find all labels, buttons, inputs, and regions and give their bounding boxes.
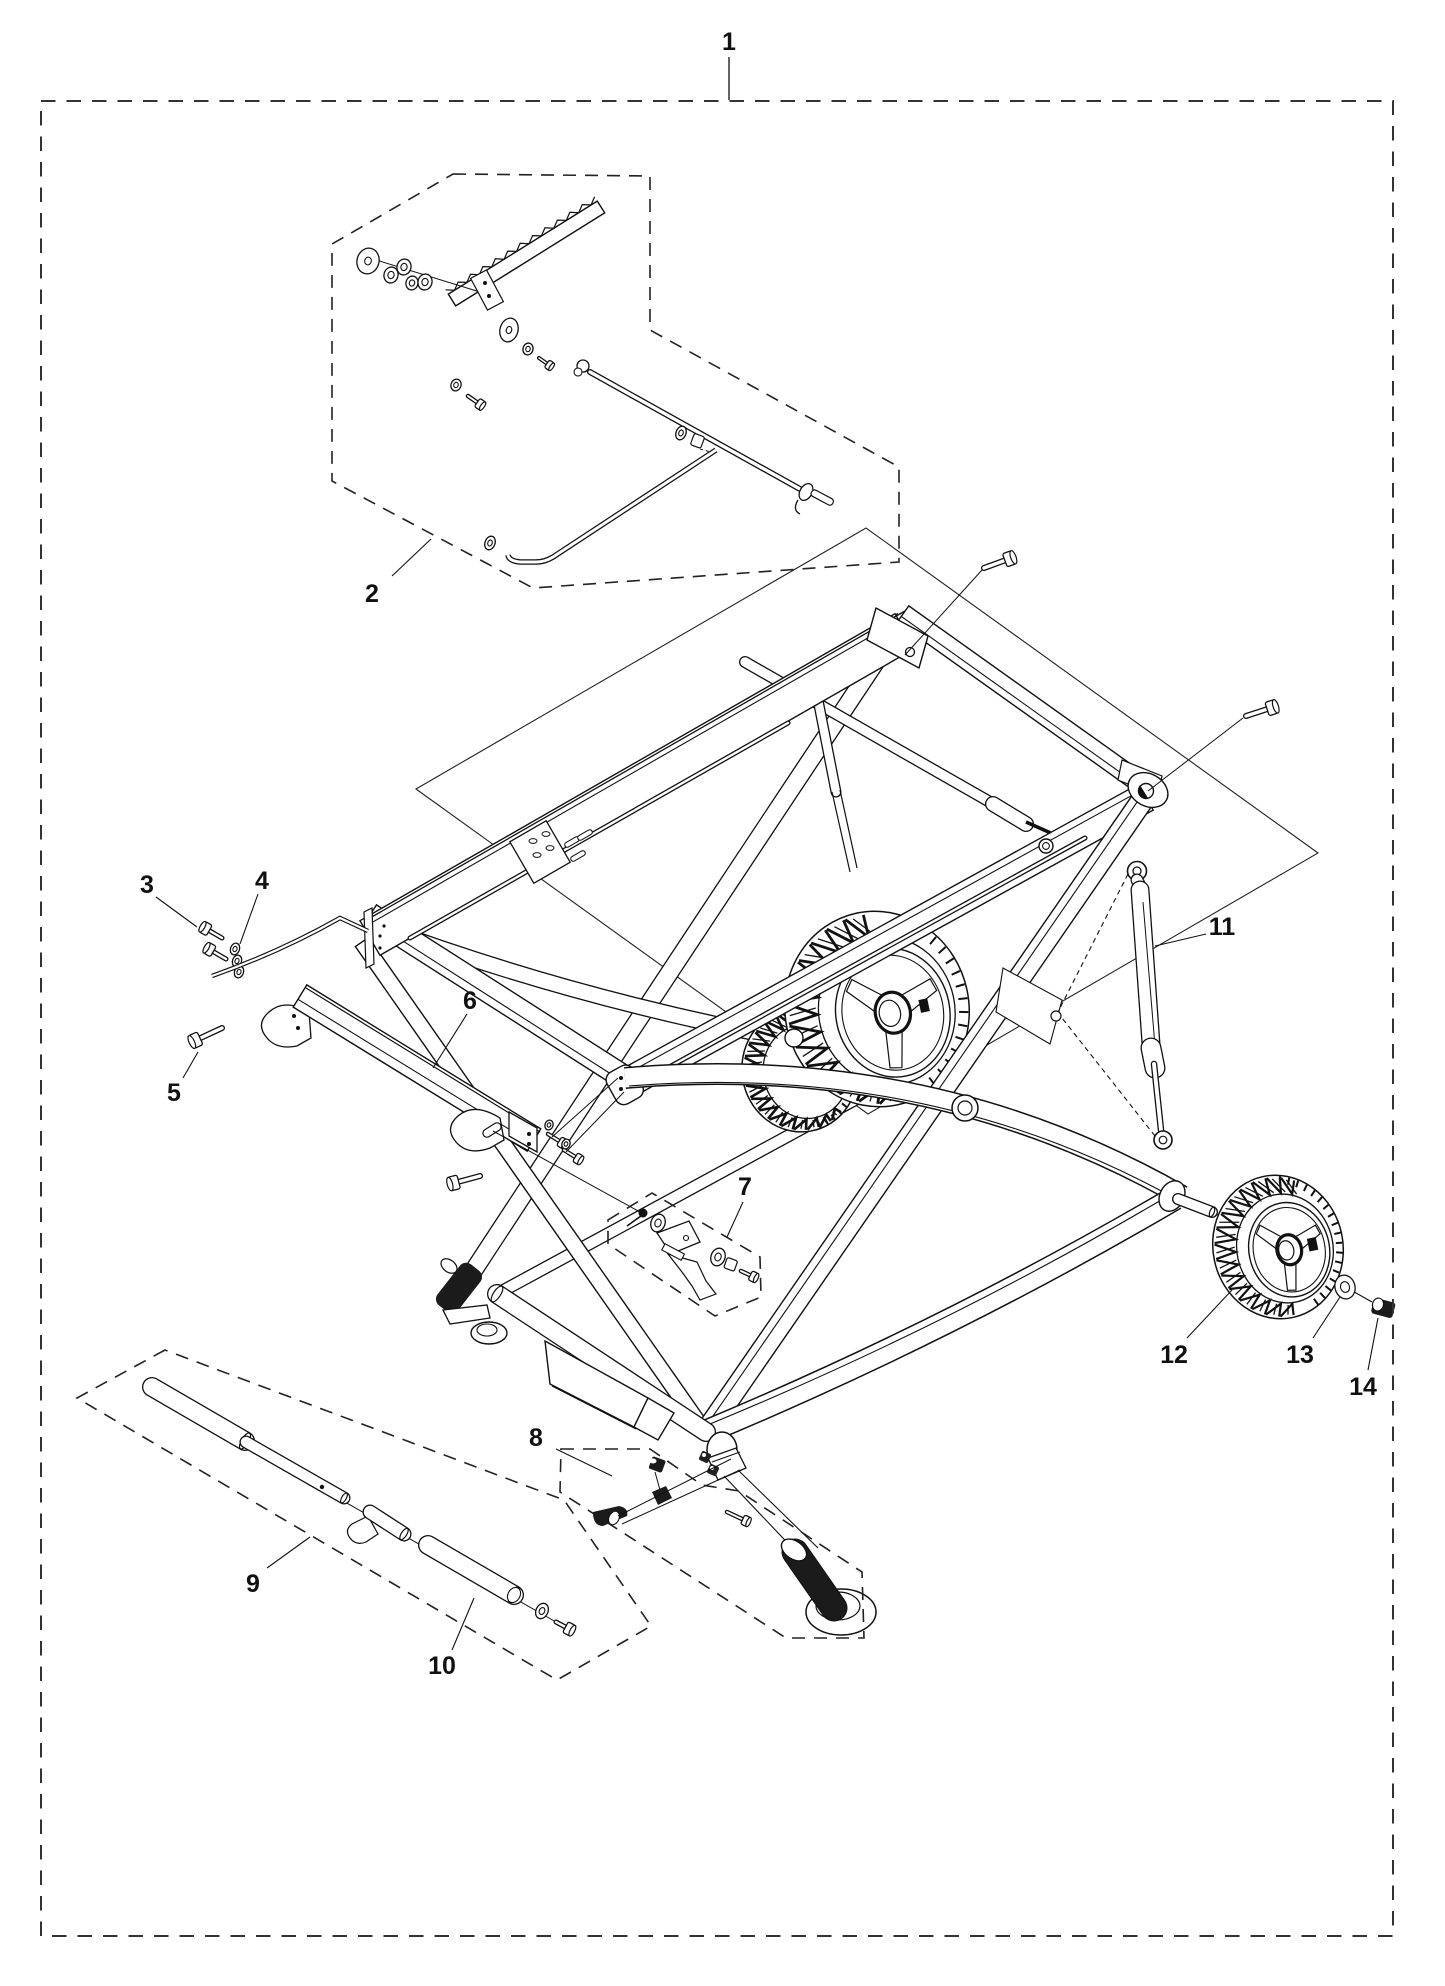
svg-text:7: 7 — [738, 1173, 752, 1201]
svg-text:1: 1 — [722, 28, 736, 56]
svg-text:10: 10 — [428, 1652, 456, 1680]
svg-text:5: 5 — [167, 1079, 181, 1107]
svg-text:11: 11 — [1209, 913, 1236, 941]
svg-text:13: 13 — [1286, 1341, 1314, 1369]
svg-text:3: 3 — [140, 871, 154, 899]
svg-text:8: 8 — [529, 1424, 543, 1452]
svg-text:9: 9 — [246, 1570, 260, 1598]
svg-text:4: 4 — [255, 867, 269, 895]
svg-text:6: 6 — [463, 987, 477, 1015]
svg-text:12: 12 — [1160, 1341, 1188, 1369]
svg-text:14: 14 — [1349, 1373, 1377, 1401]
svg-text:2: 2 — [365, 580, 379, 608]
